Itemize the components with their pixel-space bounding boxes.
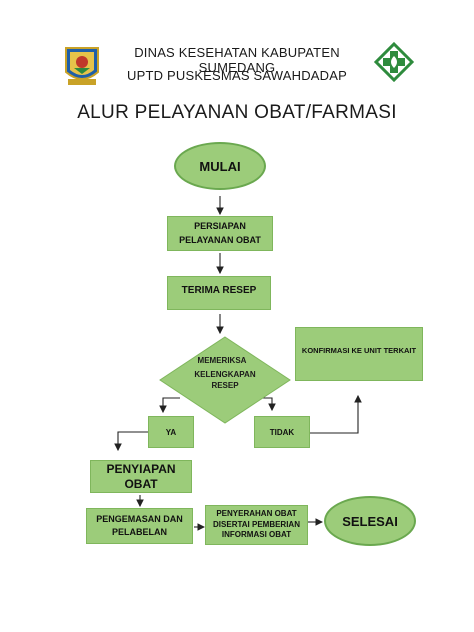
node-yes: YA <box>148 416 194 448</box>
node-check-decision: MEMERIKSA KELENGKAPAN RESEP <box>158 335 292 425</box>
node-handover-line3: INFORMASI OBAT <box>221 530 292 540</box>
node-packaging-line2: PELABELAN <box>111 527 167 537</box>
node-confirm-unit: KONFIRMASI KE UNIT TERKAIT <box>295 327 423 381</box>
node-preparation-line1: PERSIAPAN <box>194 221 246 231</box>
arrow-yes-to-prepare <box>114 431 148 452</box>
node-packaging-line1: PENGEMASAN DAN <box>96 513 183 524</box>
node-confirm-label: KONFIRMASI KE UNIT TERKAIT <box>301 346 417 355</box>
decision-line1: MEMERIKSA <box>197 356 247 365</box>
node-prepare-line2: OBAT <box>124 476 158 491</box>
node-packaging: PENGEMASAN DAN PELABELAN <box>86 508 193 544</box>
node-handover-line1: PENYERAHAN OBAT <box>216 509 297 519</box>
node-prepare-medicine: PENYIAPAN OBAT <box>90 460 192 493</box>
node-yes-label: YA <box>165 427 177 437</box>
node-start: MULAI <box>174 142 266 190</box>
header-line-1: DINAS KESEHATAN KABUPATEN SUMEDANG <box>134 45 340 75</box>
arrow-no-to-confirm <box>310 394 362 434</box>
node-handover: PENYERAHAN OBAT DISERTAI PEMBERIAN INFOR… <box>205 505 308 545</box>
arrow-check-to-yes <box>159 397 180 414</box>
node-handover-line2: DISERTAI PEMBERIAN <box>213 519 300 529</box>
node-preparation: PERSIAPAN PELAYANAN OBAT <box>167 216 273 251</box>
node-prepare-line1: PENYIAPAN <box>106 461 176 476</box>
header-line-2: UPTD PUSKESMAS SAWAHDADAP <box>126 68 348 83</box>
decision-line2: KELENGKAPAN <box>194 370 256 380</box>
arrow-check-to-no <box>262 397 276 412</box>
node-no: TIDAK <box>254 416 310 448</box>
puskesmas-cross-icon <box>373 41 415 83</box>
page-title: ALUR PELAYANAN OBAT/FARMASI <box>77 102 397 123</box>
regency-logo <box>62 44 102 88</box>
node-receive-label: TERIMA RESEP <box>181 285 257 296</box>
node-end-label: SELESAI <box>342 513 398 529</box>
node-start-label: MULAI <box>199 158 241 174</box>
node-receive-prescription: TERIMA RESEP <box>167 276 271 310</box>
node-preparation-line2: PELAYANAN OBAT <box>179 234 261 245</box>
node-end: SELESAI <box>324 496 416 546</box>
decision-line3: RESEP <box>211 381 239 391</box>
node-no-label: TIDAK <box>269 427 295 437</box>
